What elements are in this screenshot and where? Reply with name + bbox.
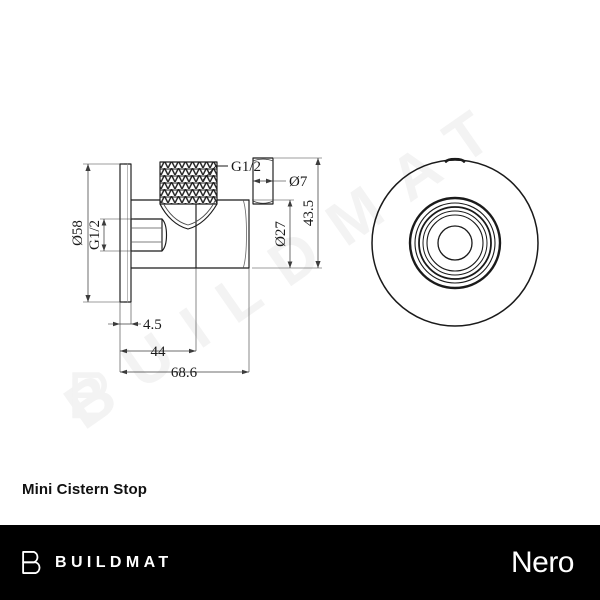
leader-line-top-thread [202,165,228,181]
body-end-cap-curve [243,200,247,268]
dimension-text-group: Ø58 G1/2 G1/2 Ø7 Ø27 43.5 4.5 44 68.6 [70,159,317,381]
watermark-logo-mark [72,372,110,419]
buildmat-logo-mark-icon [22,550,41,574]
flange-plate [119,163,132,303]
footer-bar: BUILDMAT Nero [0,525,600,600]
thread-skirt-inner [161,200,216,226]
page-title: Mini Cistern Stop [22,481,148,498]
dim-text-outlet-diameter: Ø7 [289,174,308,190]
technical-drawing-area: BUILDMAT [52,83,539,443]
ring-2 [414,202,496,284]
dim-text-top-thread: G1/2 [231,159,261,175]
top-locating-tab [444,157,466,163]
ring-4 [422,210,488,276]
side-elevation-view [119,157,274,303]
ring-outer [408,196,502,290]
outlet-tube-bottom-curve [252,200,274,204]
thread-crest-lines [160,168,217,198]
nero-logo[interactable]: Nero [510,525,575,600]
nero-wordmark: Nero [510,545,575,579]
dim-text-overall-length: 68.6 [171,365,198,381]
inlet-spigot [130,218,163,252]
dim-text-inlet-thread: G1/2 [87,220,103,250]
dimension-annotations-left [83,157,322,375]
ring-3 [418,206,492,280]
ring-5 [426,214,484,272]
thread-skirt-outer [159,203,218,230]
buildmat-logo[interactable]: BUILDMAT [20,525,173,600]
outlet-tube-top-curve [252,158,274,162]
dim-text-flange-thickness: 4.5 [143,317,162,333]
dim-text-overall-height: 43.5 [301,200,317,226]
dim-text-flange-diameter: Ø58 [70,220,86,246]
buildmat-wordmark: BUILDMAT [55,553,173,571]
front-circular-view [371,157,539,327]
center-bore-circle [437,225,473,261]
inlet-spigot-cap [161,218,168,252]
dim-text-body-diameter: Ø27 [273,221,289,247]
dim-text-length-to-outlet: 44 [151,344,167,360]
product-caption-bar: Mini Cistern Stop [0,465,600,525]
technical-drawing-svg: BUILDMAT [53,84,539,443]
